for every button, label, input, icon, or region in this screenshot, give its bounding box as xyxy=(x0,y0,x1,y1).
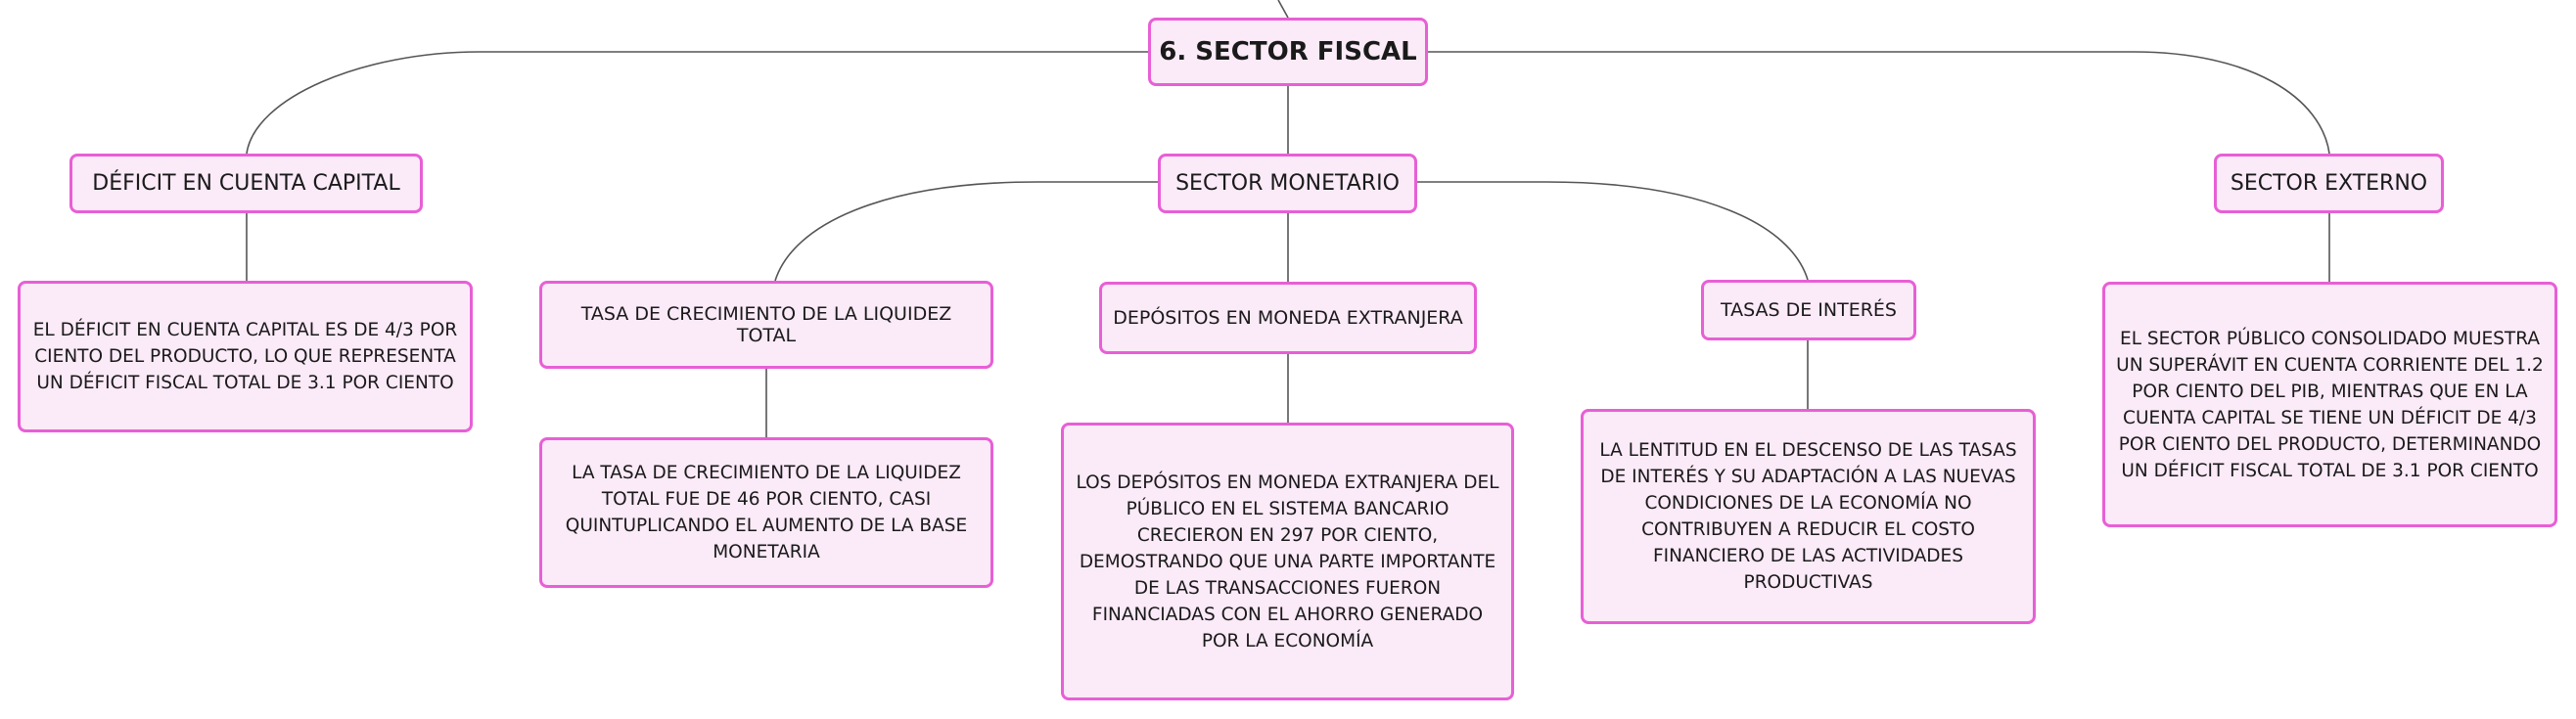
connector-monetario-tasas xyxy=(1417,181,1809,281)
monetario-label: SECTOR MONETARIO xyxy=(1175,171,1400,196)
monetario-node[interactable]: SECTOR MONETARIO xyxy=(1158,154,1417,213)
liquidez-node[interactable]: TASA DE CRECIMIENTO DE LA LIQUIDEZ TOTAL xyxy=(539,281,993,369)
liquidez-detail-text: LA TASA DE CRECIMIENTO DE LA LIQUIDEZ TO… xyxy=(565,463,968,562)
root-node[interactable]: 6. SECTOR FISCAL xyxy=(1148,18,1428,86)
depositos-detail[interactable]: LOS DEPÓSITOS EN MONEDA EXTRANJERA DEL P… xyxy=(1061,423,1514,700)
externo-detail[interactable]: EL SECTOR PÚBLICO CONSOLIDADO MUESTRA UN… xyxy=(2102,282,2557,527)
liquidez-detail[interactable]: LA TASA DE CRECIMIENTO DE LA LIQUIDEZ TO… xyxy=(539,437,993,588)
root-label: 6. SECTOR FISCAL xyxy=(1159,37,1417,67)
deficit-node[interactable]: DÉFICIT EN CUENTA CAPITAL xyxy=(69,154,423,213)
externo-detail-text: EL SECTOR PÚBLICO CONSOLIDADO MUESTRA UN… xyxy=(2116,328,2544,481)
connector-root-externo xyxy=(1425,51,2330,155)
depositos-label: DEPÓSITOS EN MONEDA EXTRANJERA xyxy=(1113,307,1463,329)
tasas-label: TASAS DE INTERÉS xyxy=(1720,299,1897,321)
connector-root-deficit xyxy=(246,51,1151,155)
connector-root-incoming xyxy=(1277,0,1289,19)
deficit-detail[interactable]: EL DÉFICIT EN CUENTA CAPITAL ES DE 4/3 P… xyxy=(18,281,473,432)
depositos-node[interactable]: DEPÓSITOS EN MONEDA EXTRANJERA xyxy=(1099,282,1477,354)
deficit-detail-text: EL DÉFICIT EN CUENTA CAPITAL ES DE 4/3 P… xyxy=(32,320,458,393)
tasas-detail-text: LA LENTITUD EN EL DESCENSO DE LAS TASAS … xyxy=(1599,440,2017,593)
deficit-label: DÉFICIT EN CUENTA CAPITAL xyxy=(92,171,400,196)
tasas-detail[interactable]: LA LENTITUD EN EL DESCENSO DE LAS TASAS … xyxy=(1581,409,2036,624)
liquidez-label: TASA DE CRECIMIENTO DE LA LIQUIDEZ TOTAL xyxy=(580,303,952,346)
tasas-node[interactable]: TASAS DE INTERÉS xyxy=(1701,280,1916,340)
connector-monetario-liquidez xyxy=(774,181,1160,282)
externo-label: SECTOR EXTERNO xyxy=(2230,171,2428,196)
externo-node[interactable]: SECTOR EXTERNO xyxy=(2214,154,2444,213)
depositos-detail-text: LOS DEPÓSITOS EN MONEDA EXTRANJERA DEL P… xyxy=(1076,472,1499,652)
